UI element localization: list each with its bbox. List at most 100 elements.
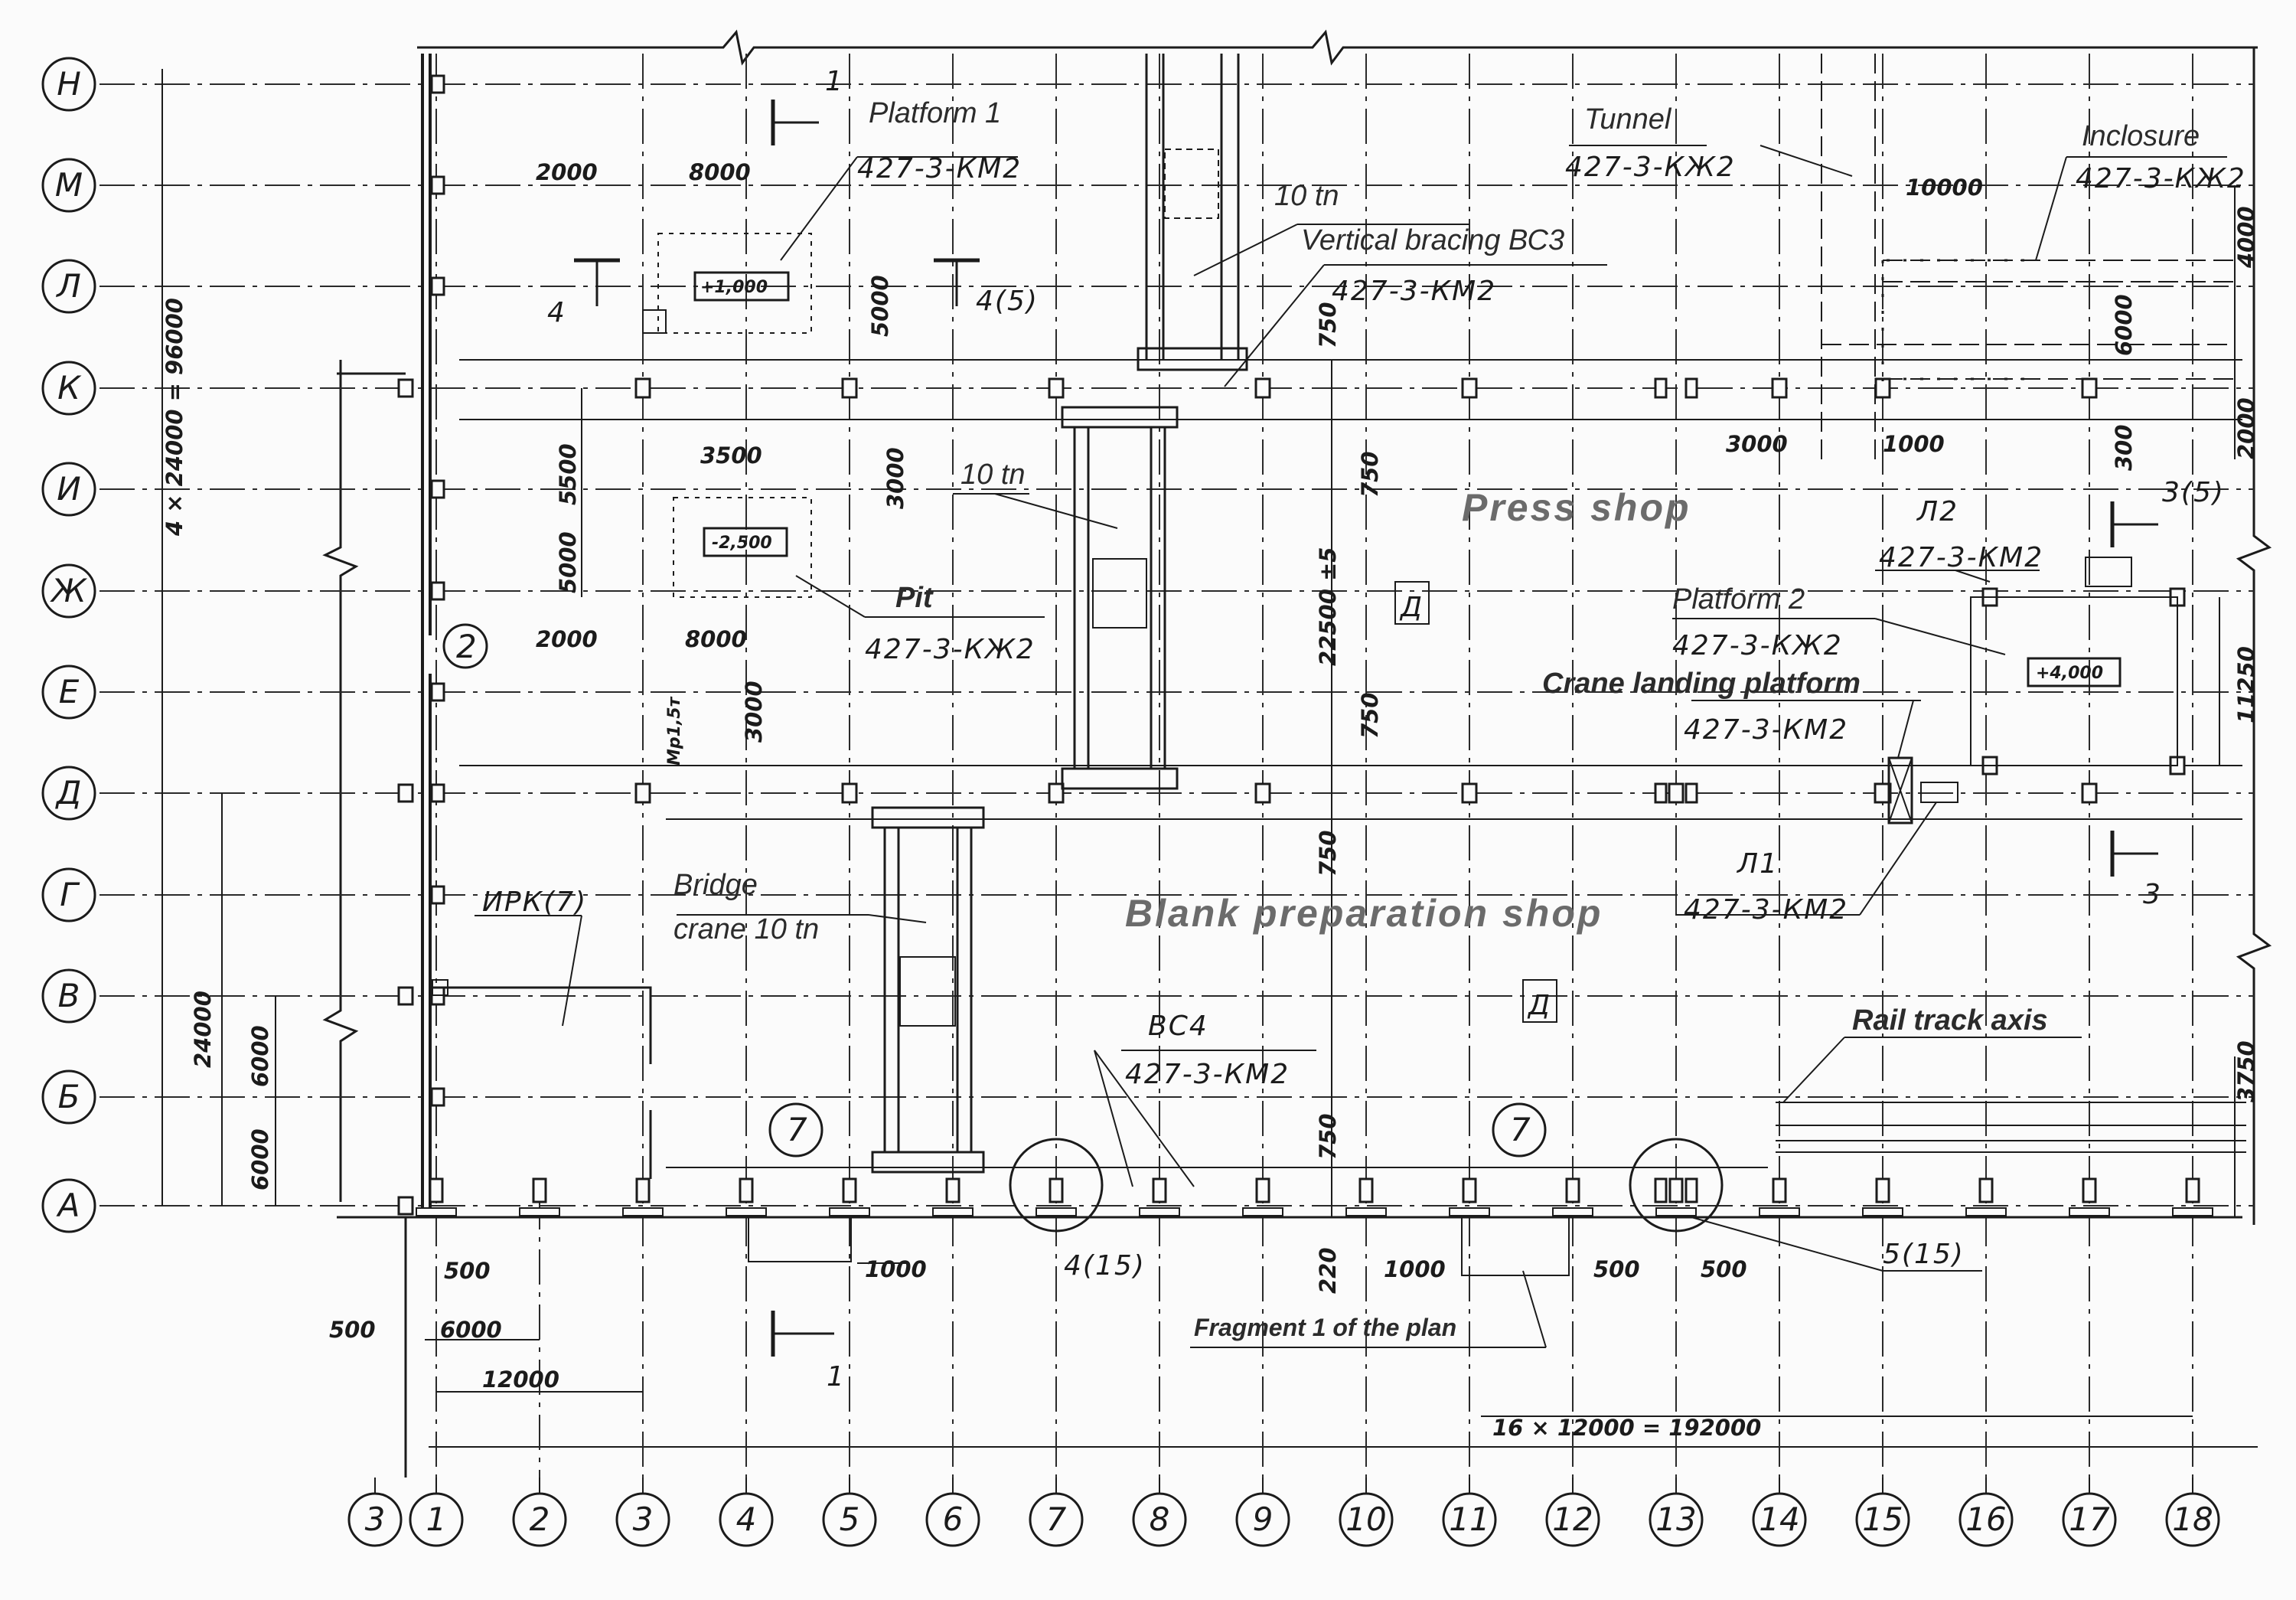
svg-text:Г: Г [60, 876, 80, 913]
column [1048, 782, 1065, 804]
svg-text:2: 2 [530, 1500, 550, 1538]
tunnel-inclosure [1821, 54, 2235, 467]
left-break-line [322, 360, 359, 1202]
label-platform-2: Platform 2 [1672, 583, 1805, 616]
dim-total-width: 16 × 12000 = 192000 [1492, 1415, 1761, 1441]
column [429, 1177, 444, 1203]
column-base-plate [2172, 1207, 2213, 1216]
label-bridge-crane-2: crane 10 tn [673, 913, 819, 945]
svg-text:9: 9 [1253, 1500, 1274, 1538]
zone-marker-d-2: Д [1527, 990, 1551, 1021]
column [841, 377, 858, 399]
elevation-plus-4000: +4,000 [2036, 664, 2103, 683]
section-markers [574, 100, 2158, 1357]
svg-text:15: 15 [1862, 1500, 1903, 1538]
row-axis-bubble: Н [41, 57, 96, 112]
column [1654, 377, 1668, 399]
label-l1-code: 427-3-КМ2 [1684, 894, 1848, 926]
svg-text:16: 16 [1965, 1500, 2006, 1538]
rail-track [1776, 1102, 2246, 1153]
right-break-line [2236, 47, 2272, 1225]
node-circle-13 [1629, 1138, 1724, 1233]
dim-b-500-a: 500 [444, 1258, 491, 1284]
svg-text:А: А [56, 1187, 80, 1224]
column [430, 1087, 445, 1107]
svg-text:17: 17 [2069, 1500, 2110, 1538]
dim-b-1000-a: 1000 [865, 1256, 927, 1282]
section-4-right: 4(5) [976, 286, 1039, 317]
column [1684, 377, 1698, 399]
label-blank-shop: Blank preparation shop [1125, 892, 1603, 935]
label-fragment: Fragment 1 of the plan [1194, 1314, 1456, 1341]
top-break-line [417, 29, 2258, 66]
column [532, 1177, 547, 1203]
section-1-top: 1 [825, 66, 844, 97]
column-base-plate [622, 1207, 664, 1216]
column [430, 175, 445, 195]
svg-text:Б: Б [58, 1078, 80, 1115]
dim-pit-3500: 3500 [700, 442, 762, 469]
column-axis-bubble: 17 [2062, 1478, 2117, 1547]
dim-6000-a: 6000 [247, 1025, 273, 1087]
column-axis-bubble: 9 [1235, 1478, 1290, 1547]
dim-750-e: 750 [1315, 1113, 1341, 1160]
zone-marker-d-1: Д [1399, 592, 1424, 623]
column-base-plate [1139, 1207, 1180, 1216]
column [1654, 782, 1668, 804]
svg-text:3: 3 [633, 1500, 654, 1538]
row-axis-bubble: А [41, 1178, 96, 1233]
column [1874, 377, 1891, 399]
callout-circle-7a [768, 1102, 823, 1158]
column [1461, 377, 1478, 399]
dim-t-4000: 4000 [2233, 206, 2259, 269]
column-axis-bubble: 4 [719, 1478, 774, 1547]
column [1668, 782, 1684, 804]
dim-t-2000: 2000 [2233, 397, 2259, 459]
svg-text:И: И [57, 470, 80, 508]
column [739, 1177, 754, 1203]
column [430, 276, 445, 296]
label-crane-top: 10 tn [1274, 180, 1339, 212]
column-base-plate [416, 1207, 457, 1216]
label-vertical-bracing: Vertical bracing ВС3 [1301, 224, 1564, 256]
column [1152, 1177, 1167, 1203]
label-tunnel: Tunnel [1584, 103, 1672, 136]
column [430, 581, 445, 601]
column-base-plate [1862, 1207, 1903, 1216]
svg-text:3: 3 [365, 1500, 386, 1538]
crane-runways [459, 359, 2242, 1168]
svg-text:Д: Д [55, 774, 82, 811]
dim-b-500-c: 500 [1701, 1256, 1747, 1282]
column-axis-bubble: 8 [1132, 1478, 1187, 1547]
column [1254, 377, 1271, 399]
column [1462, 1177, 1477, 1203]
column [1978, 1177, 1994, 1203]
row-axis-lines [99, 83, 2254, 1207]
svg-text:13: 13 [1655, 1500, 1696, 1538]
row-axis-bubble: Б [41, 1069, 96, 1125]
dim-750-b: 750 [1357, 451, 1383, 498]
label-platform-1: Platform 1 [869, 97, 1001, 129]
callout-7b: 7 [1510, 1111, 1531, 1148]
column-axis-bubble: 6 [925, 1478, 980, 1547]
svg-text:К: К [57, 369, 82, 407]
fragment-detail [748, 1217, 1570, 1276]
column [2082, 1177, 2097, 1203]
callout-2: 2 [456, 628, 477, 665]
column-base-plate [1552, 1207, 1593, 1216]
column-axis-bubble: 3 [615, 1478, 670, 1547]
dim-pit-5500: 5500 [555, 443, 581, 505]
column [842, 1177, 857, 1203]
column [2081, 377, 2098, 399]
column-axis-bubble: 10 [1339, 1478, 1394, 1547]
column [430, 479, 445, 499]
dim-220: 220 [1315, 1247, 1341, 1294]
svg-text:В: В [58, 977, 80, 1014]
svg-text:8: 8 [1150, 1500, 1170, 1538]
label-pit: Pit [895, 582, 934, 614]
dim-b-6000: 6000 [440, 1317, 502, 1343]
leader-lines [475, 145, 2227, 1348]
column [1358, 1177, 1374, 1203]
